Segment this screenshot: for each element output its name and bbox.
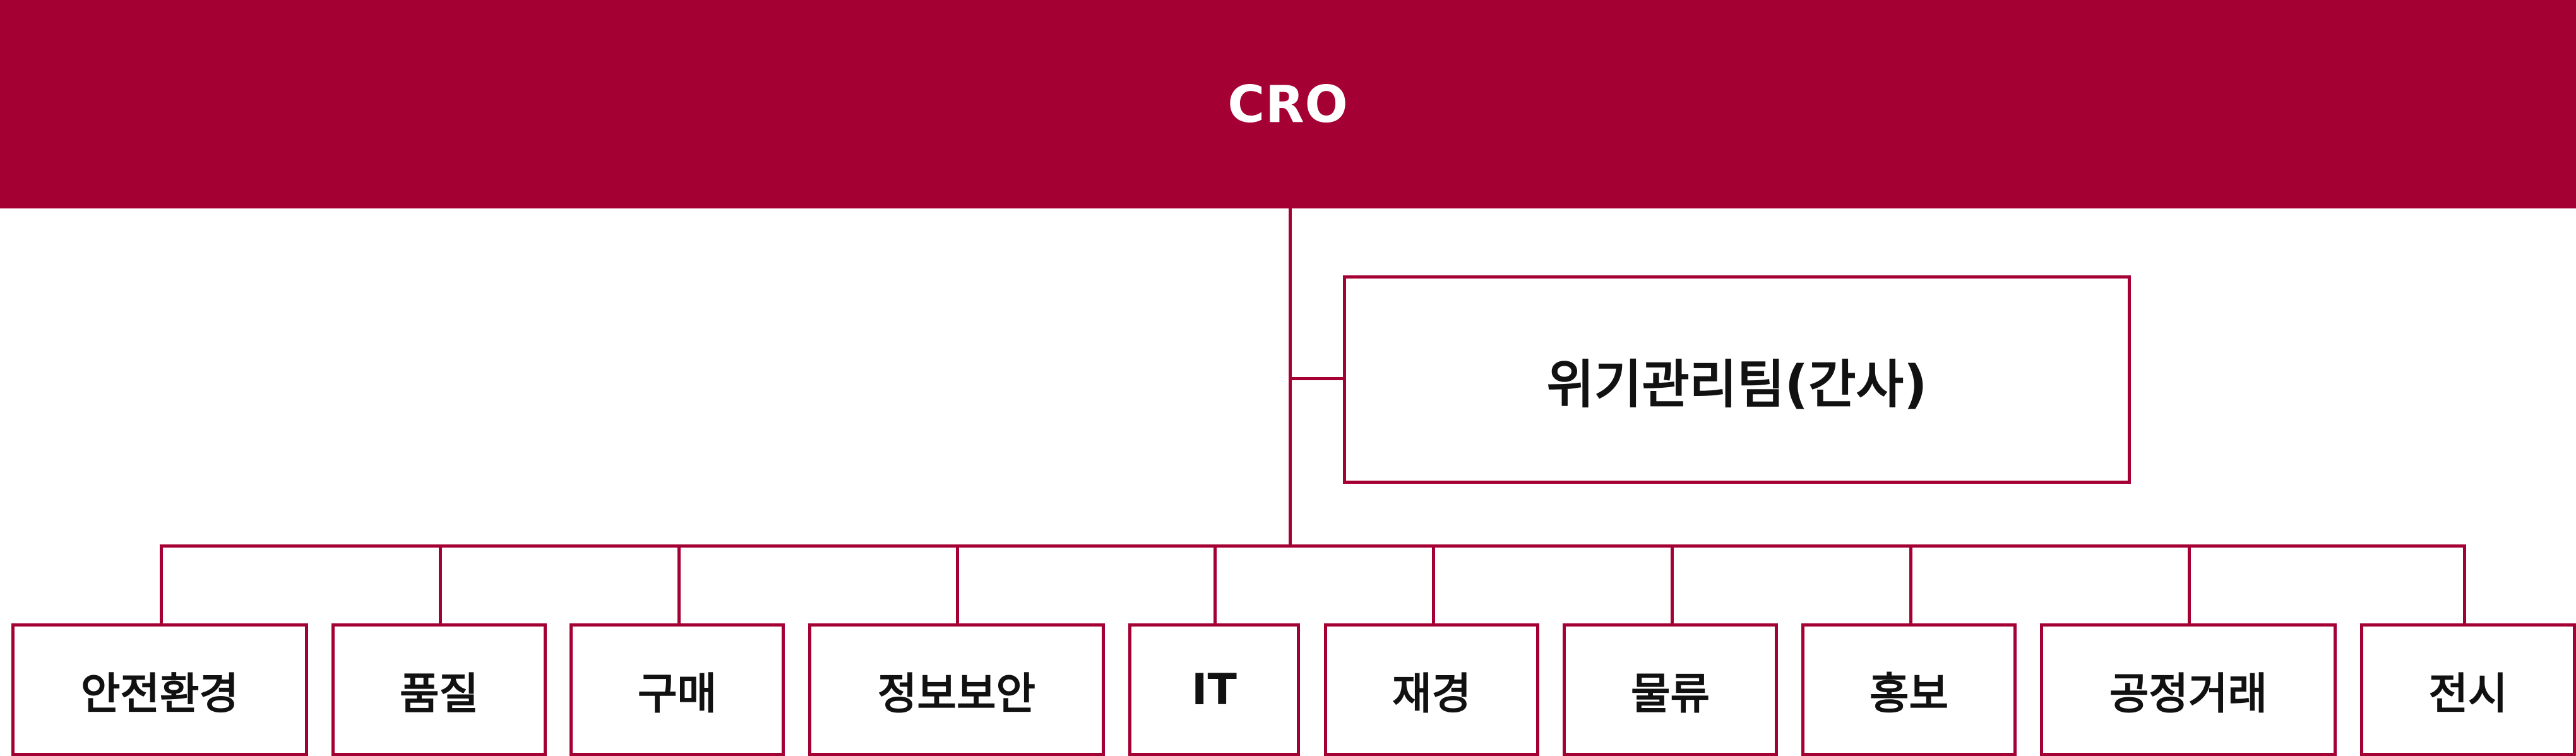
connector-drop (677, 544, 681, 625)
dept-label: 안전환경 (80, 669, 239, 719)
connector-drop (1909, 544, 1912, 625)
dept-label: 구매 (637, 669, 717, 719)
dept-box-fair-trade: 공정거래 (2040, 623, 2337, 756)
dept-label: 전시 (2428, 669, 2508, 719)
dept-label: 정보보안 (877, 669, 1036, 719)
dept-box-it: IT (1128, 623, 1300, 756)
dept-box-information-security: 정보보안 (808, 623, 1105, 756)
cro-title: CRO (1227, 75, 1349, 134)
dept-box-purchasing: 구매 (569, 623, 785, 756)
dept-label: IT (1191, 664, 1237, 715)
dept-box-pr: 홍보 (1801, 623, 2017, 756)
dept-label: 품질 (399, 669, 479, 719)
secretariat-box: 위기관리팀(간사) (1343, 275, 2131, 484)
connector-bus (160, 544, 2466, 548)
dept-label: 물류 (1630, 669, 1710, 719)
connector-drop (2463, 544, 2466, 625)
cro-header: CRO (0, 0, 2576, 208)
connector-drop (1213, 544, 1217, 625)
dept-box-exhibition: 전시 (2360, 623, 2576, 756)
connector-secretariat (1289, 377, 1344, 380)
connector-drop (1671, 544, 1674, 625)
connector-drop (956, 544, 959, 625)
connector-drop (160, 544, 163, 625)
dept-label: 재경 (1392, 669, 1472, 719)
dept-box-finance: 재경 (1324, 623, 1539, 756)
dept-box-quality: 품질 (331, 623, 547, 756)
dept-box-safety-environment: 안전환경 (11, 623, 308, 756)
dept-label: 공정거래 (2109, 669, 2268, 719)
connector-drop (1432, 544, 1435, 625)
dept-box-logistics: 물류 (1563, 623, 1778, 756)
connector-drop (439, 544, 442, 625)
secretariat-label: 위기관리팀(간사) (1546, 354, 1928, 415)
dept-label: 홍보 (1869, 669, 1949, 719)
connector-drop (2188, 544, 2191, 625)
